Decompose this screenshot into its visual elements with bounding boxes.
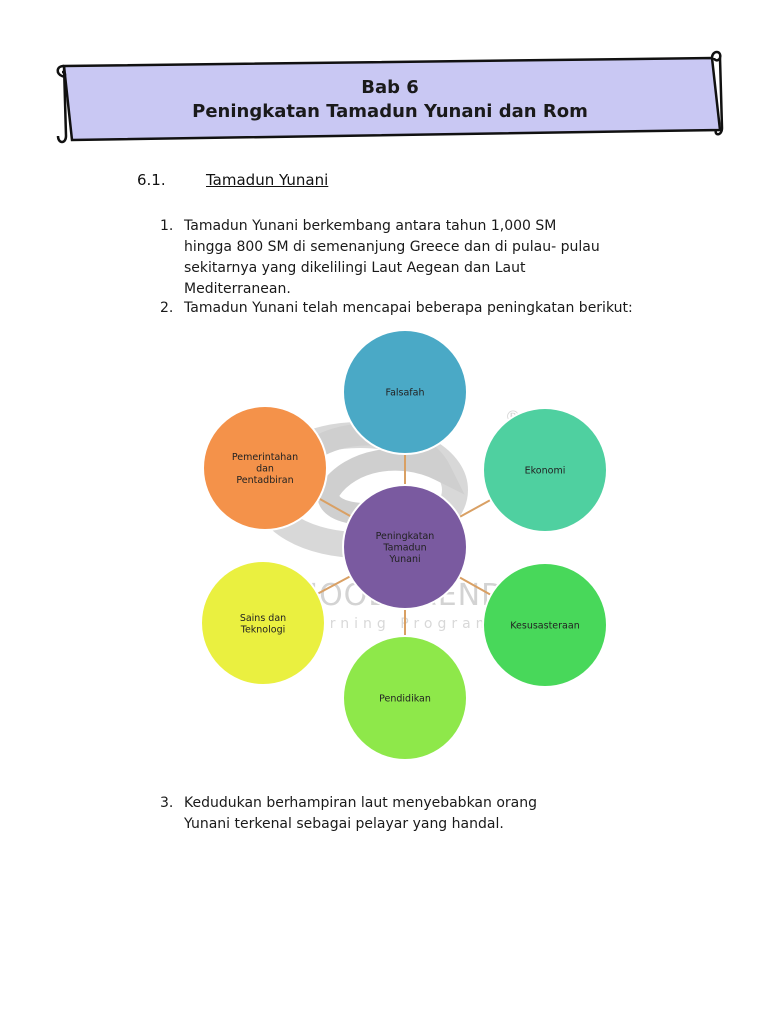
connector-line bbox=[318, 497, 352, 518]
node-label: Falsafah bbox=[385, 388, 424, 399]
node-label: Kesusasteraan bbox=[510, 621, 579, 632]
chapter-banner bbox=[56, 50, 724, 144]
list-item-number: 1. bbox=[160, 218, 174, 234]
connector-line bbox=[458, 576, 492, 596]
list-item-text: Kedudukan berhampiran laut menyebabkan o… bbox=[184, 793, 537, 835]
node-circle bbox=[200, 560, 326, 686]
connector-line bbox=[458, 499, 492, 518]
connector-line bbox=[317, 575, 351, 595]
node-circle bbox=[342, 330, 468, 455]
chapter-number: Bab 6 bbox=[361, 77, 419, 98]
node-circle bbox=[482, 562, 608, 688]
chapter-heading: Peningkatan Tamadun Yunani dan Rom bbox=[192, 101, 588, 122]
text-line: Tamadun Yunani berkembang antara tahun 1… bbox=[184, 218, 557, 234]
text-line: Tamadun Yunani telah mencapai beberapa p… bbox=[184, 300, 633, 316]
node-label: Pendidikan bbox=[379, 694, 431, 705]
list-item: 2. Tamadun Yunani telah mencapai beberap… bbox=[160, 298, 720, 320]
node-circle bbox=[482, 407, 608, 533]
section-number: 6.1. bbox=[137, 171, 166, 189]
text-line: Yunani terkenal sebagai pelayar yang han… bbox=[184, 816, 504, 832]
list-item-text: Tamadun Yunani telah mencapai beberapa p… bbox=[184, 298, 633, 319]
text-line: Kedudukan berhampiran laut menyebabkan o… bbox=[184, 795, 537, 811]
list-item-number: 2. bbox=[160, 300, 174, 316]
list-item-text: Tamadun Yunani berkembang antara tahun 1… bbox=[184, 216, 600, 300]
text-line: sekitarnya yang dikelilingi Laut Aegean … bbox=[184, 260, 526, 276]
node-label: Ekonomi bbox=[525, 466, 566, 477]
list-item: 3. Kedudukan berhampiran laut menyebabka… bbox=[160, 793, 720, 837]
text-line: Mediterranean. bbox=[184, 281, 291, 297]
node-circle bbox=[342, 635, 468, 761]
list-item: 1. Tamadun Yunani berkembang antara tahu… bbox=[160, 216, 720, 306]
section-title: Tamadun Yunani bbox=[206, 171, 329, 189]
center-circle bbox=[342, 484, 468, 610]
list-item-number: 3. bbox=[160, 795, 174, 811]
node-circle bbox=[202, 405, 328, 531]
text-line: hingga 800 SM di semenanjung Greece dan … bbox=[184, 239, 600, 255]
chapter-title: Bab 6 Peningkatan Tamadun Yunani dan Rom bbox=[70, 76, 710, 124]
